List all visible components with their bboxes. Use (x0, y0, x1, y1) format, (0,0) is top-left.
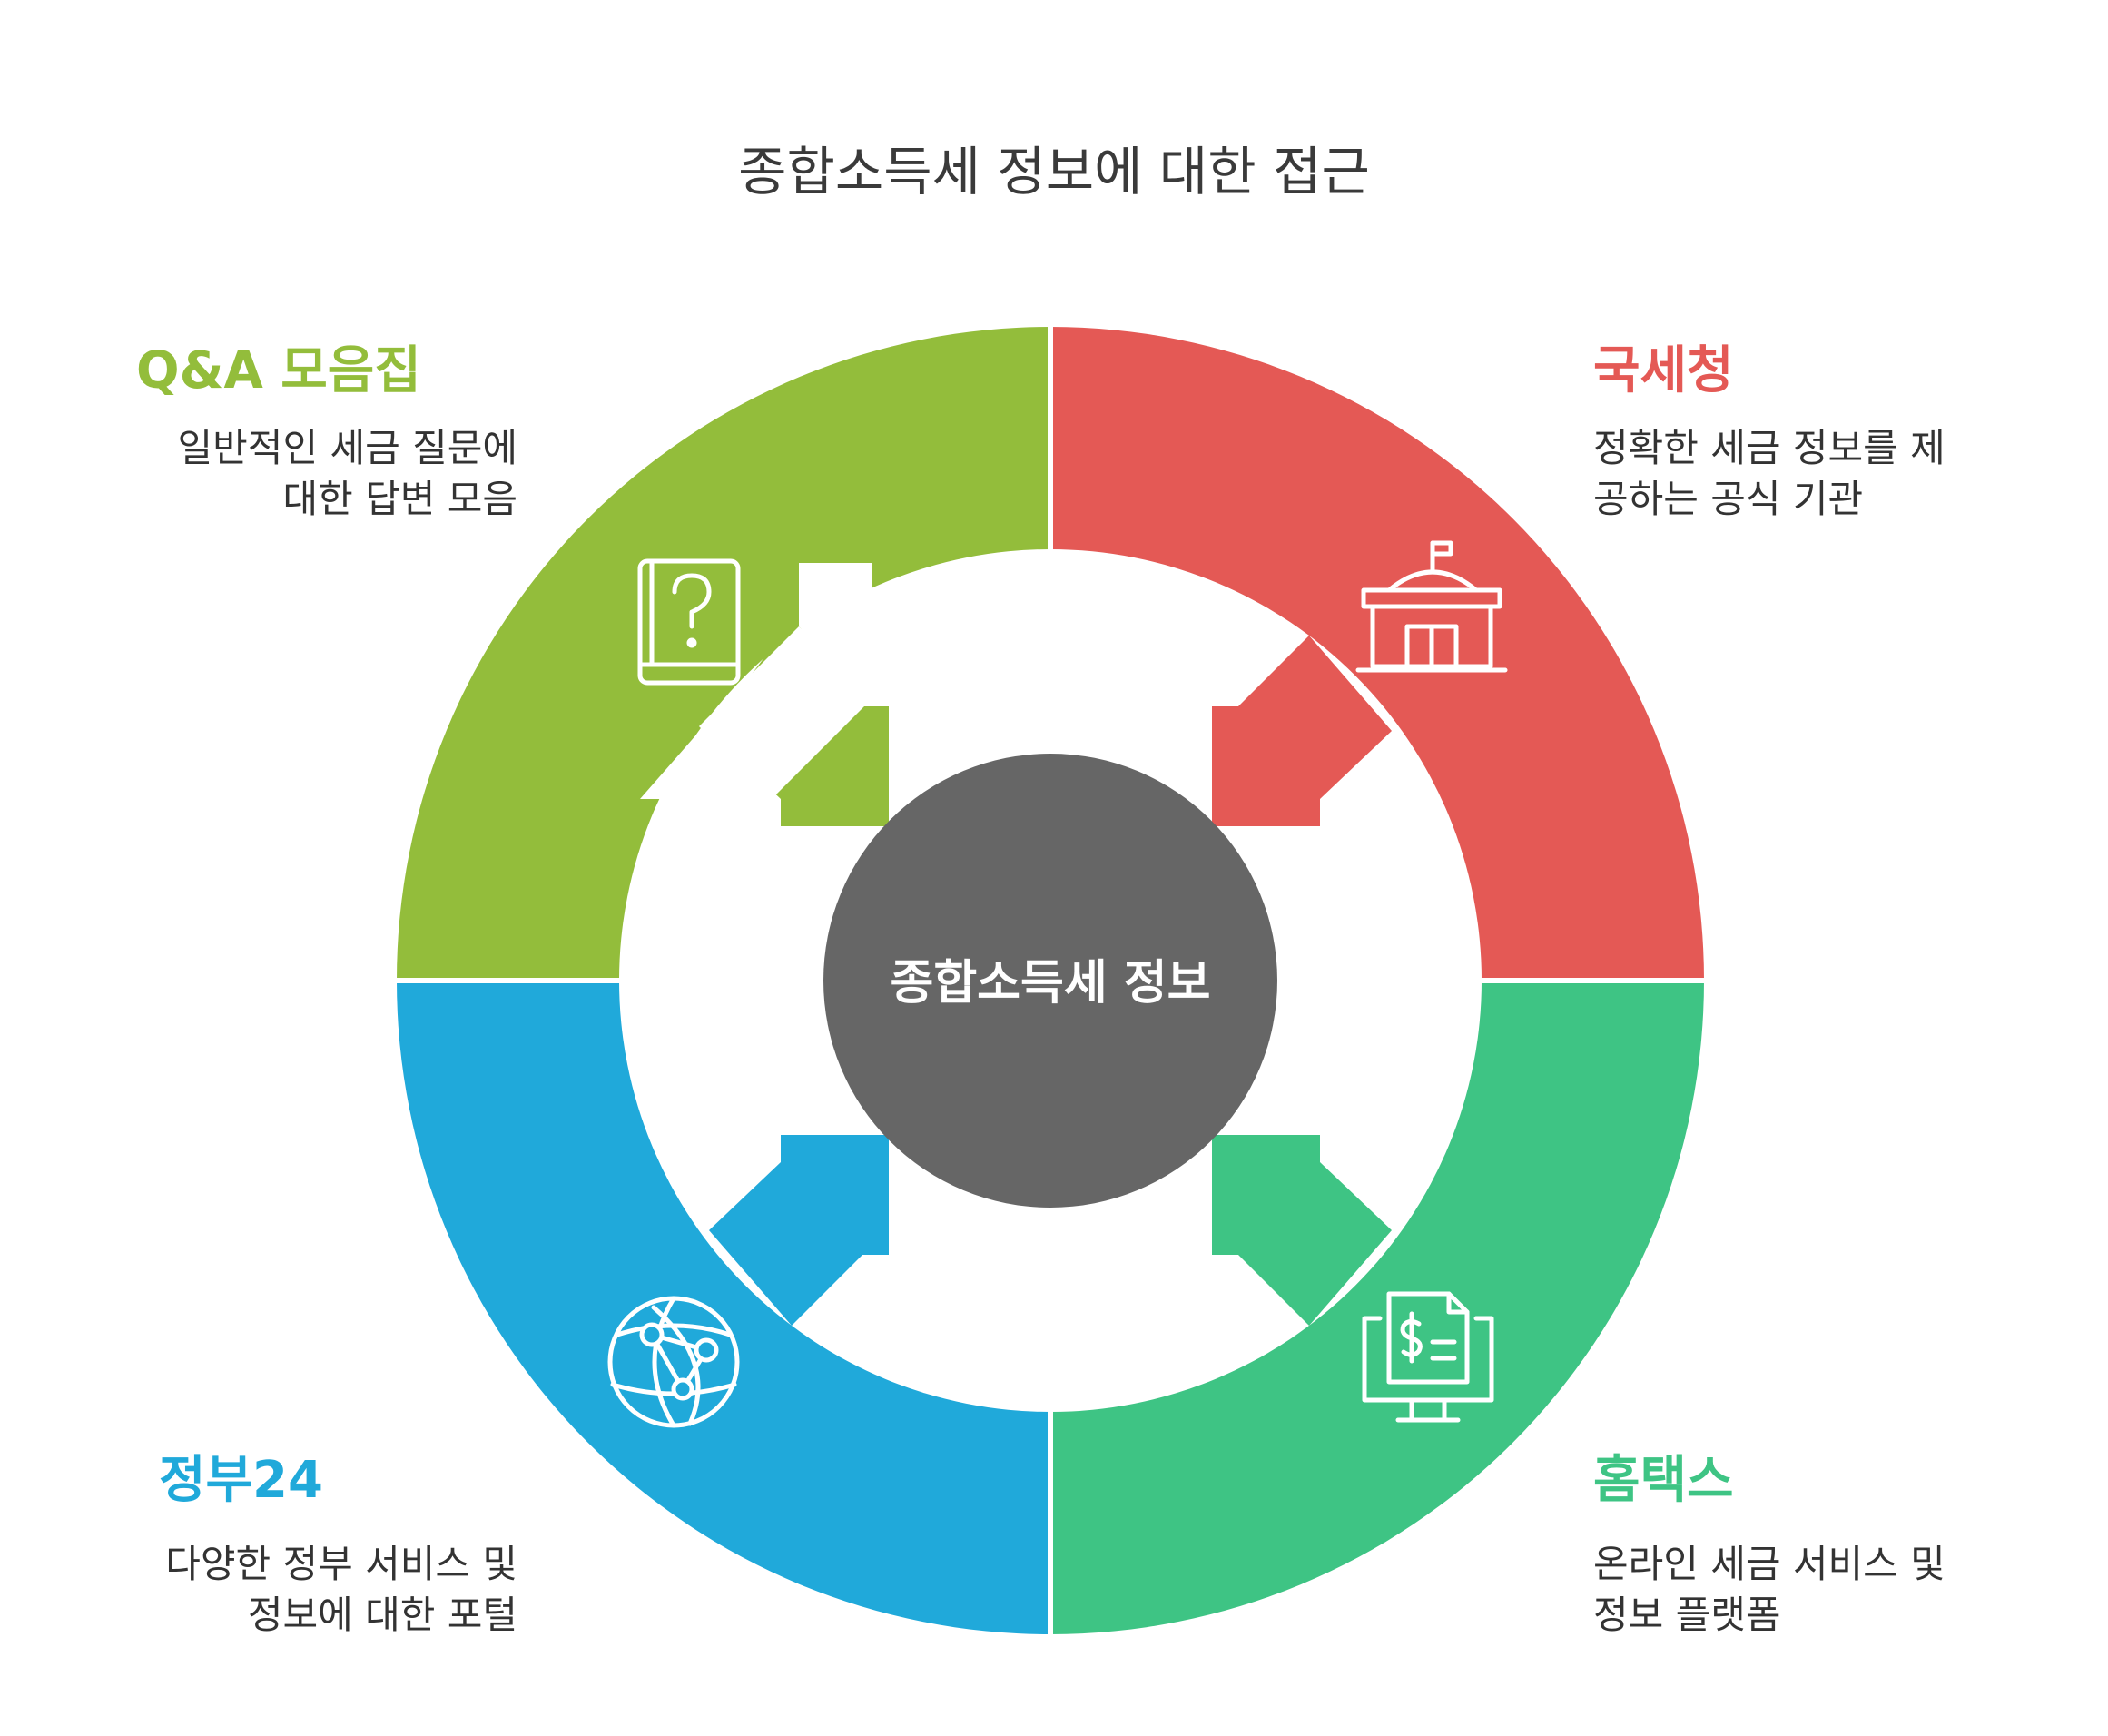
section-title-qa: Q&A 모음집 (136, 341, 421, 400)
section-desc-nts-line1: 정확한 세금 정보를 제 (1593, 426, 1945, 470)
quadrant-qa (397, 327, 1050, 981)
quadrant-nts (1050, 327, 1704, 981)
book-question-icon (637, 558, 741, 686)
section-desc-gov24-line2: 정보에 대한 포털 (247, 1593, 517, 1637)
diagram-title: 종합소득세 정보에 대한 접근 (738, 141, 1370, 202)
government-building-icon (1355, 540, 1508, 673)
section-desc-hometax-line1: 온라인 세금 서비스 및 (1593, 1542, 1945, 1586)
arrow-qa-mask (699, 626, 872, 799)
arrow-gov24 (709, 1135, 889, 1326)
section-desc-gov24-line1: 다양한 정부 서비스 및 (165, 1542, 517, 1586)
center-label: 종합소득세 정보 (891, 956, 1211, 1011)
quadrant-gov24 (397, 981, 1050, 1634)
section-desc-qa-line1: 일반적인 세금 질문에 (177, 426, 517, 470)
section-desc-qa-line2: 대한 답변 모음 (282, 477, 517, 521)
section-desc-gov24: 다양한 정부 서비스 및 정보에 대한 포털 (109, 1539, 517, 1641)
center-circle (823, 754, 1277, 1208)
globe-network-icon (607, 1296, 740, 1428)
arrow-hometax (1212, 1135, 1392, 1326)
section-desc-hometax: 온라인 세금 서비스 및 정보 플랫폼 (1593, 1539, 2029, 1641)
section-desc-nts-line2: 공하는 공식 기관 (1593, 477, 1864, 521)
section-desc-qa: 일반적인 세금 질문에 대한 답변 모음 (118, 423, 517, 525)
quadrant-hometax (1050, 981, 1704, 1634)
section-title-gov24: 정부24 (159, 1451, 323, 1510)
section-title-hometax: 홈택스 (1593, 1451, 1734, 1510)
section-title-nts: 국세청 (1593, 341, 1734, 400)
arrow-nts (1212, 636, 1392, 826)
section-desc-nts: 정확한 세금 정보를 제 공하는 공식 기관 (1593, 423, 2029, 525)
section-desc-hometax-line2: 정보 플랫폼 (1593, 1593, 1781, 1637)
monitor-dollar-document-icon (1362, 1291, 1494, 1423)
